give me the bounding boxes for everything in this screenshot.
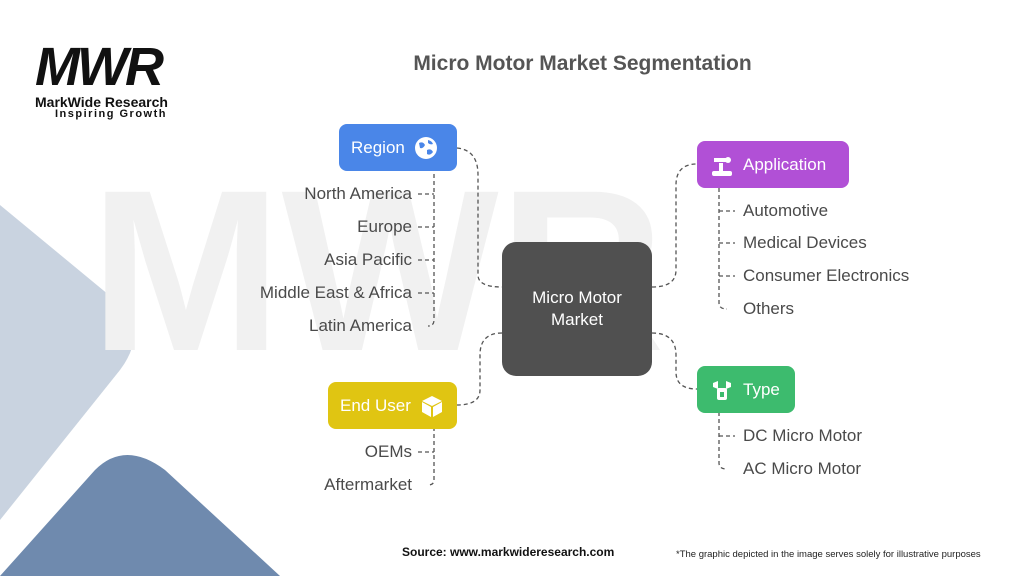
connector-end-user-items	[427, 420, 435, 486]
connector-application	[651, 163, 698, 288]
list-item-end-user: Aftermarket	[324, 475, 412, 494]
disclaimer-text: *The graphic depicted in the image serve…	[676, 549, 981, 560]
branch-region-label: Region	[351, 137, 405, 157]
list-item-region: Europe	[357, 217, 412, 236]
list-item-application: Automotive	[743, 201, 829, 220]
branch-type-label: Type	[743, 379, 780, 399]
list-item-region: Latin America	[309, 316, 412, 335]
background-shape-lower	[0, 455, 280, 576]
list-item-application: Others	[743, 299, 795, 318]
branch-application-label: Application	[743, 154, 827, 174]
connector-type-items	[718, 412, 728, 470]
list-item-end-user: OEMs	[364, 442, 412, 461]
page-title: Micro Motor Market Segmentation	[413, 52, 752, 75]
logo-name: MarkWide Research	[35, 94, 168, 110]
list-item-region: Asia Pacific	[324, 250, 412, 269]
globe-icon	[414, 136, 437, 159]
list-item-type: DC Micro Motor	[743, 426, 863, 445]
branch-end-user: End User	[328, 382, 457, 429]
branch-end-user-label: End User	[340, 395, 411, 415]
connector-region-items	[427, 160, 435, 327]
robot-arm-icon	[712, 156, 732, 176]
logo-mark: MWR	[35, 37, 164, 97]
list-item-type: AC Micro Motor	[743, 459, 862, 478]
branch-application: Application	[697, 141, 849, 188]
connector-region	[456, 147, 503, 288]
branch-region: Region	[339, 124, 457, 171]
box-icon	[421, 395, 442, 417]
connector-end-user	[456, 332, 503, 406]
center-node: Micro Motor Market	[502, 242, 652, 376]
connector-application-items	[718, 188, 728, 310]
background-shape-upper	[0, 205, 134, 520]
connector-type	[651, 332, 698, 390]
motor-icon	[713, 380, 731, 400]
list-item-region: North America	[304, 184, 412, 203]
source-text: Source: www.markwideresearch.com	[402, 545, 615, 559]
list-item-region: Middle East & Africa	[259, 283, 412, 302]
center-label-line1: Micro Motor	[532, 288, 622, 307]
list-item-application: Consumer Electronics	[743, 266, 910, 285]
logo-tagline: Inspiring Growth	[55, 108, 167, 120]
list-item-application: Medical Devices	[743, 233, 867, 252]
branch-type: Type	[697, 366, 795, 413]
center-label-line2: Market	[551, 310, 603, 329]
